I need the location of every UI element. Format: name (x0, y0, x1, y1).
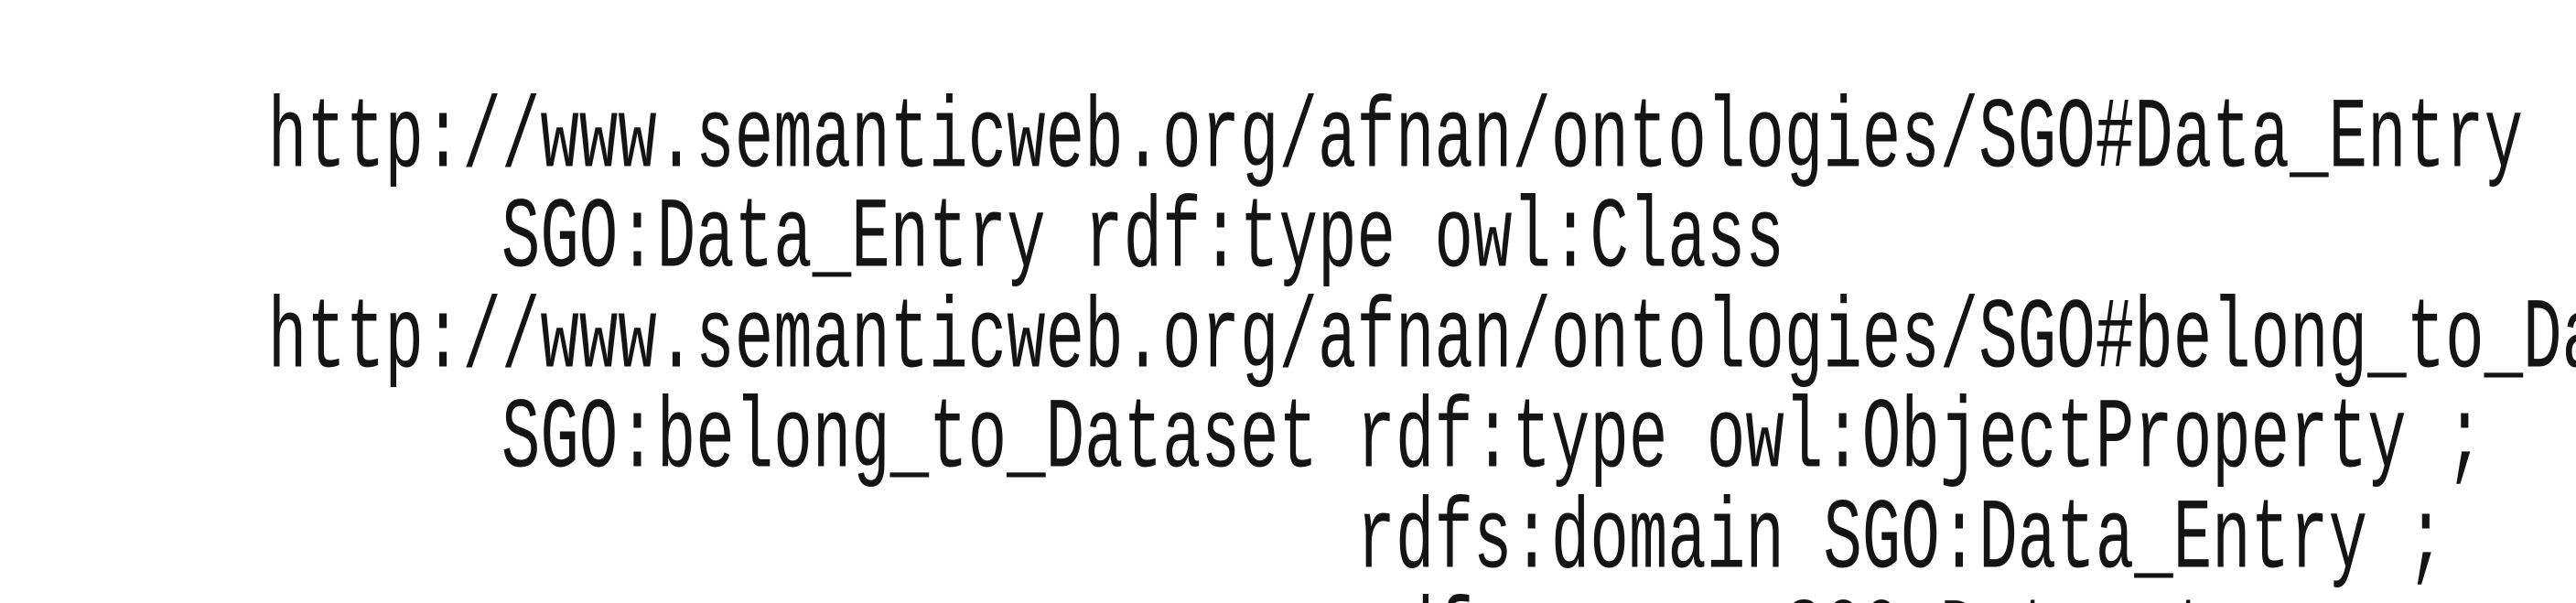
code-line-text: rdfs:domain SGO:Data_Entry ; (267, 484, 2446, 598)
code-block: http://www.semanticweb.org/afnan/ontolog… (35, 2, 2576, 603)
code-line-6: rdfs:range SGO:Datasets . (35, 503, 2576, 603)
code-line-3: http://www.semanticweb.org/afnan/ontolog… (35, 202, 2576, 397)
code-line-5: rdfs:domain SGO:Data_Entry ; (35, 403, 2576, 598)
code-line-text: http://www.semanticweb.org/afnan/ontolog… (267, 83, 2524, 198)
code-line-text: SGO:Data_Entry rdf:type owl:Class (267, 183, 1784, 297)
code-line-2: SGO:Data_Entry rdf:type owl:Class (35, 102, 2576, 297)
code-line-4: SGO:belong_to_Dataset rdf:type owl:Objec… (35, 303, 2576, 498)
code-line-1: http://www.semanticweb.org/afnan/ontolog… (35, 2, 2576, 197)
code-line-text: SGO:belong_to_Dataset rdf:type owl:Objec… (267, 383, 2484, 498)
code-line-text: http://www.semanticweb.org/afnan/ontolog… (267, 284, 2576, 398)
code-line-text: rdfs:range SGO:Datasets . (268, 565, 2329, 603)
